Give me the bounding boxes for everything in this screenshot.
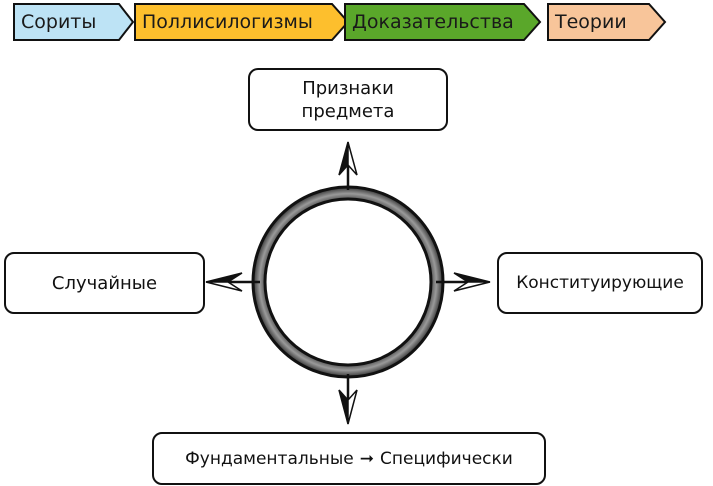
step-proofs: Доказательства: [344, 3, 542, 41]
ring-inner: [263, 197, 433, 367]
node-label: Случайные: [51, 272, 158, 294]
arrow-up-icon: [338, 141, 349, 176]
node-fundamental-specific: Фундаментальные ➞ Специфически: [152, 432, 546, 485]
arrow-right-icon: ➞: [359, 448, 375, 469]
step-label: Доказательства: [352, 11, 514, 33]
step-sority: Сориты: [13, 3, 135, 41]
node-label: Специфически: [380, 448, 513, 469]
arrow-left-icon: [205, 272, 243, 283]
arrow-down-icon: [338, 389, 349, 425]
node-features: Признаки предмета: [248, 68, 448, 131]
node-label: Конституирующие: [516, 273, 684, 293]
step-label: Сориты: [21, 11, 97, 33]
step-label: Теории: [555, 11, 627, 33]
node-random: Случайные: [4, 252, 205, 314]
step-theories: Теории: [547, 3, 667, 41]
arrow-right-icon: [453, 272, 491, 283]
step-polysyllogisms: Поллисилогизмы: [134, 3, 350, 41]
node-constitutive: Конституирующие: [497, 252, 703, 314]
step-label: Поллисилогизмы: [142, 11, 313, 33]
node-label: Признаки: [302, 77, 394, 99]
node-label: предмета: [301, 100, 395, 122]
node-label: Фундаментальные: [185, 448, 354, 469]
arrow-heads: [205, 141, 491, 425]
